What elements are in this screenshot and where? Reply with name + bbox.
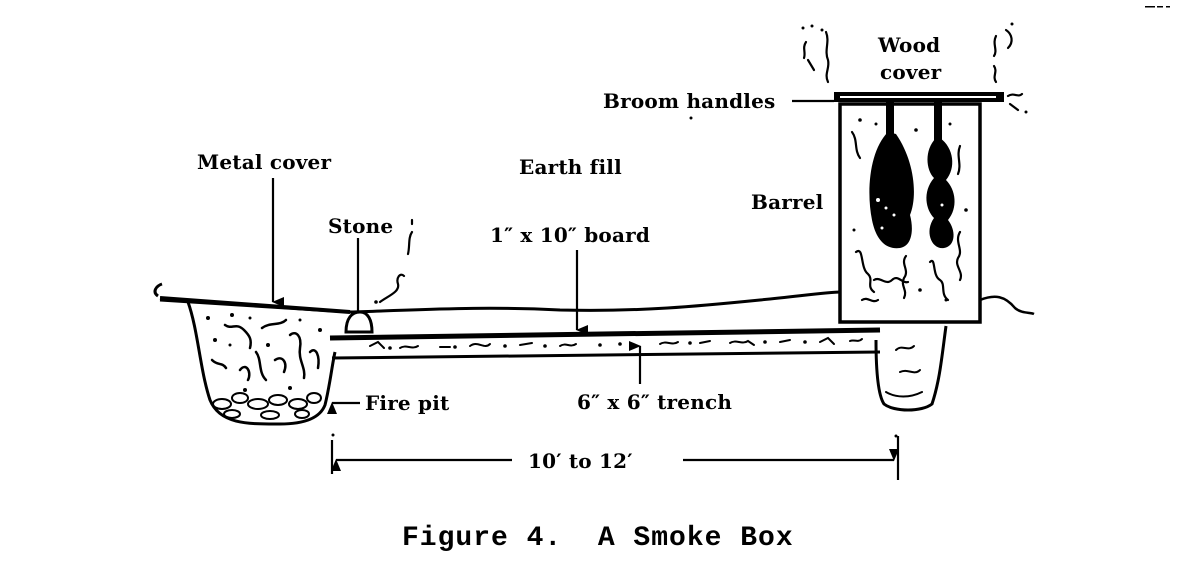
fire-pit-shape [186, 301, 337, 426]
scan-marks [331, 6, 1170, 438]
annotation-arrows [271, 99, 834, 414]
label-wood-cover-line2: cover [880, 60, 942, 84]
figure-caption: Figure 4. A Smoke Box [402, 523, 794, 554]
board-shape [329, 327, 881, 341]
barrel-shape [838, 102, 982, 324]
distance-dimension [330, 436, 900, 480]
stone-smoke [378, 218, 414, 304]
metal-cover-shape [159, 296, 351, 314]
label-barrel: Barrel [751, 190, 824, 214]
ground-surface-right [979, 295, 1035, 316]
label-stone: Stone [328, 214, 394, 238]
trench-shape [331, 336, 881, 360]
hanging-meat [869, 102, 955, 249]
barrel-pit-shape [874, 325, 948, 412]
label-metal-cover: Metal cover [197, 150, 332, 174]
label-earth-fill: Earth fill [519, 155, 622, 179]
label-board: 1″ x 10″ board [490, 223, 651, 247]
smoke-lines [850, 130, 962, 303]
stone-shape [344, 310, 374, 334]
ground-surface-line [159, 290, 841, 314]
label-wood-cover-line1: Wood [878, 33, 941, 57]
label-fire-pit: Fire pit [365, 391, 450, 415]
escaping-smoke [802, 28, 1024, 112]
label-trench: 6″ x 6″ trench [577, 390, 733, 414]
label-broom-handles: Broom handles [603, 89, 776, 113]
label-distance: 10′ to 12′ [528, 449, 633, 473]
